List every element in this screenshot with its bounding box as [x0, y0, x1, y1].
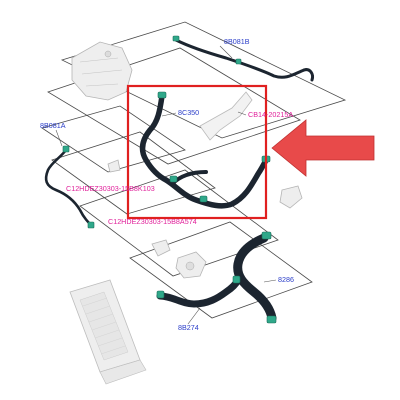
hose-8b081b: [172, 35, 314, 82]
bracket-ghost: [279, 185, 303, 209]
connector-ghost: [107, 159, 171, 257]
mounting-plates: [41, 21, 347, 319]
engine-block-ghost: [71, 41, 133, 101]
radiator-ghost: [69, 279, 147, 385]
label-cb14-20215a: CB14-20215A: [248, 110, 293, 119]
highlight-box: [126, 84, 268, 220]
hose-8286: [233, 231, 277, 324]
label-8b081a: 8B081A: [40, 121, 66, 130]
label-8c350: 8C350: [178, 108, 199, 117]
thermostat-housing-ghost: [175, 251, 207, 279]
label-fastener-a574: C12HDEZ30303-15B8A574: [108, 217, 197, 226]
label-fastener-k103: C12HDEZ30303-15B8K103: [66, 184, 155, 193]
label-8b274: 8B274: [178, 323, 199, 332]
label-8286: 8286: [278, 275, 294, 284]
label-8b081b: 8B081B: [224, 37, 250, 46]
hose-8b081a: [44, 145, 95, 229]
leader-lines: [55, 45, 277, 325]
hose-8b274: [156, 275, 242, 308]
clip-bracket-part: [199, 91, 253, 141]
arrow-left-icon: [271, 119, 375, 177]
